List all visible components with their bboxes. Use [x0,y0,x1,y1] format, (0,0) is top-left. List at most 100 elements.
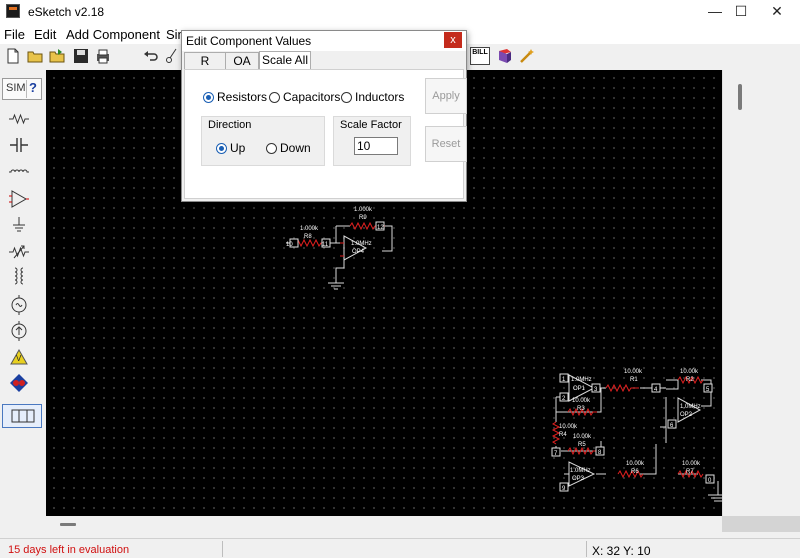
variable-resistor-icon[interactable] [8,240,30,262]
schematic-drawing: 10 11 12 1.000k R8 1.000k R9 1.0MHz OP4 [286,207,722,502]
tab-oa[interactable]: OA [225,52,259,70]
resistor-r2[interactable] [677,375,704,385]
ac-source-icon[interactable] [8,294,30,316]
tab-scale-all[interactable]: Scale All [259,51,311,71]
component-value: 1.000k [300,226,319,232]
component-ref: R4 [559,432,567,438]
new-file-icon[interactable] [4,47,22,65]
component-value: 1.0MHz [571,377,592,383]
vertical-scroll-thumb[interactable] [738,84,742,110]
component-ref: R9 [359,215,367,221]
resistor-r9[interactable] [349,221,385,231]
component-value: 10.00k [572,398,591,404]
radio-indicator [203,92,214,103]
open-folder-alt-icon[interactable] [48,47,66,65]
save-icon[interactable] [72,47,90,65]
minimize-button[interactable]: — [708,3,722,19]
vertical-scroll-track[interactable] [722,70,740,516]
resistor-icon[interactable] [8,108,30,130]
tab-r[interactable]: R [184,52,226,70]
ground-symbol [328,276,344,290]
radio-resistors[interactable]: Resistors [203,90,267,104]
radio-indicator [216,143,227,154]
radio-inductors[interactable]: Inductors [341,90,404,104]
opamp-op4[interactable] [343,235,368,261]
component-ref: OP4 [352,249,365,255]
sim-toggle-button[interactable]: SIM ? [2,78,42,100]
component-ref: R3 [577,406,585,412]
resistor-r1[interactable] [605,383,639,393]
radio-capacitors[interactable]: Capacitors [269,90,340,104]
node-label: 1 [562,377,566,383]
component-ref: R7 [686,469,694,475]
menu-file[interactable]: File [4,27,25,42]
opamp-op1[interactable] [568,374,596,402]
svg-text:V: V [16,354,22,363]
probe-icon[interactable] [8,372,30,394]
apply-button[interactable]: Apply [425,78,467,114]
resistor-r7[interactable] [677,469,704,479]
cut-icon[interactable] [164,47,182,65]
bill-icon[interactable]: BILL [470,47,490,65]
ground-icon[interactable] [8,214,30,236]
direction-group: Direction Up Down [201,116,325,166]
scroll-corner [722,516,800,532]
node-label: 11 [322,242,329,248]
opamp-icon[interactable] [8,188,30,210]
status-bar: 15 days left in evaluation X: 32 Y: 10 [0,538,800,558]
book-icon[interactable] [496,47,514,65]
transformer-icon[interactable] [8,266,30,288]
reset-button[interactable]: Reset [425,126,467,162]
maximize-button[interactable]: ☐ [734,3,748,19]
bus-tool-button[interactable] [2,404,42,428]
evaluation-status: 15 days left in evaluation [8,544,130,556]
resistor-r6[interactable] [617,469,644,479]
horizontal-scrollbar[interactable] [46,516,800,536]
scale-factor-input[interactable]: 10 [354,137,398,155]
voltmeter-icon[interactable]: V [8,346,30,368]
dialog-close-button[interactable]: x [444,32,462,48]
open-folder-icon[interactable] [26,47,44,65]
app-logo-icon [6,4,20,18]
inductor-icon[interactable] [8,160,30,182]
resistor-r8[interactable] [295,238,327,248]
cursor-coordinates: X: 32 Y: 10 [592,544,651,558]
node-label: 10 [286,242,293,248]
dc-source-icon[interactable] [8,320,30,342]
direction-label: Direction [208,119,252,131]
menu-add-component[interactable]: Add Component [66,27,160,42]
radio-indicator [269,92,280,103]
component-ref: R6 [631,469,639,475]
resistor-r4[interactable] [551,421,561,445]
node-label: 9 [562,486,566,492]
dialog-title-bar[interactable]: Edit Component Values x [182,31,466,51]
undo-icon[interactable] [142,47,160,65]
radio-up[interactable]: Up [216,141,245,155]
radio-down[interactable]: Down [266,141,311,155]
resistor-r3[interactable] [567,407,597,417]
wand-icon[interactable] [518,47,536,65]
component-value: 10.00k [626,461,645,467]
print-icon[interactable] [94,47,112,65]
schematic-canvas[interactable]: 10 11 12 1.000k R8 1.000k R9 1.0MHz OP4 [46,70,722,516]
close-window-button[interactable]: ✕ [771,3,783,19]
opamp-op3[interactable] [568,461,596,487]
component-ref: OP3 [572,476,585,482]
help-icon[interactable]: ? [26,80,39,98]
node-label: 3 [594,387,598,393]
edit-component-values-dialog: Edit Component Values x R OA Scale All R… [181,30,467,202]
capacitor-icon[interactable] [8,134,30,156]
component-value: 1.0MHz [351,241,372,247]
node-label: 4 [654,387,658,393]
node-label: 8 [598,450,602,456]
resistor-r5[interactable] [567,446,597,456]
scale-all-panel: Resistors Capacitors Inductors Direction… [184,69,467,199]
vertical-scrollbar[interactable] [722,70,800,516]
component-value: 1.000k [354,207,373,213]
opamp-op2[interactable] [677,397,702,423]
horizontal-scroll-thumb[interactable] [60,523,76,526]
component-value: 10.00k [682,461,701,467]
node-label: 6 [670,423,674,429]
bus-icon [11,409,35,423]
menu-edit[interactable]: Edit [34,27,57,42]
